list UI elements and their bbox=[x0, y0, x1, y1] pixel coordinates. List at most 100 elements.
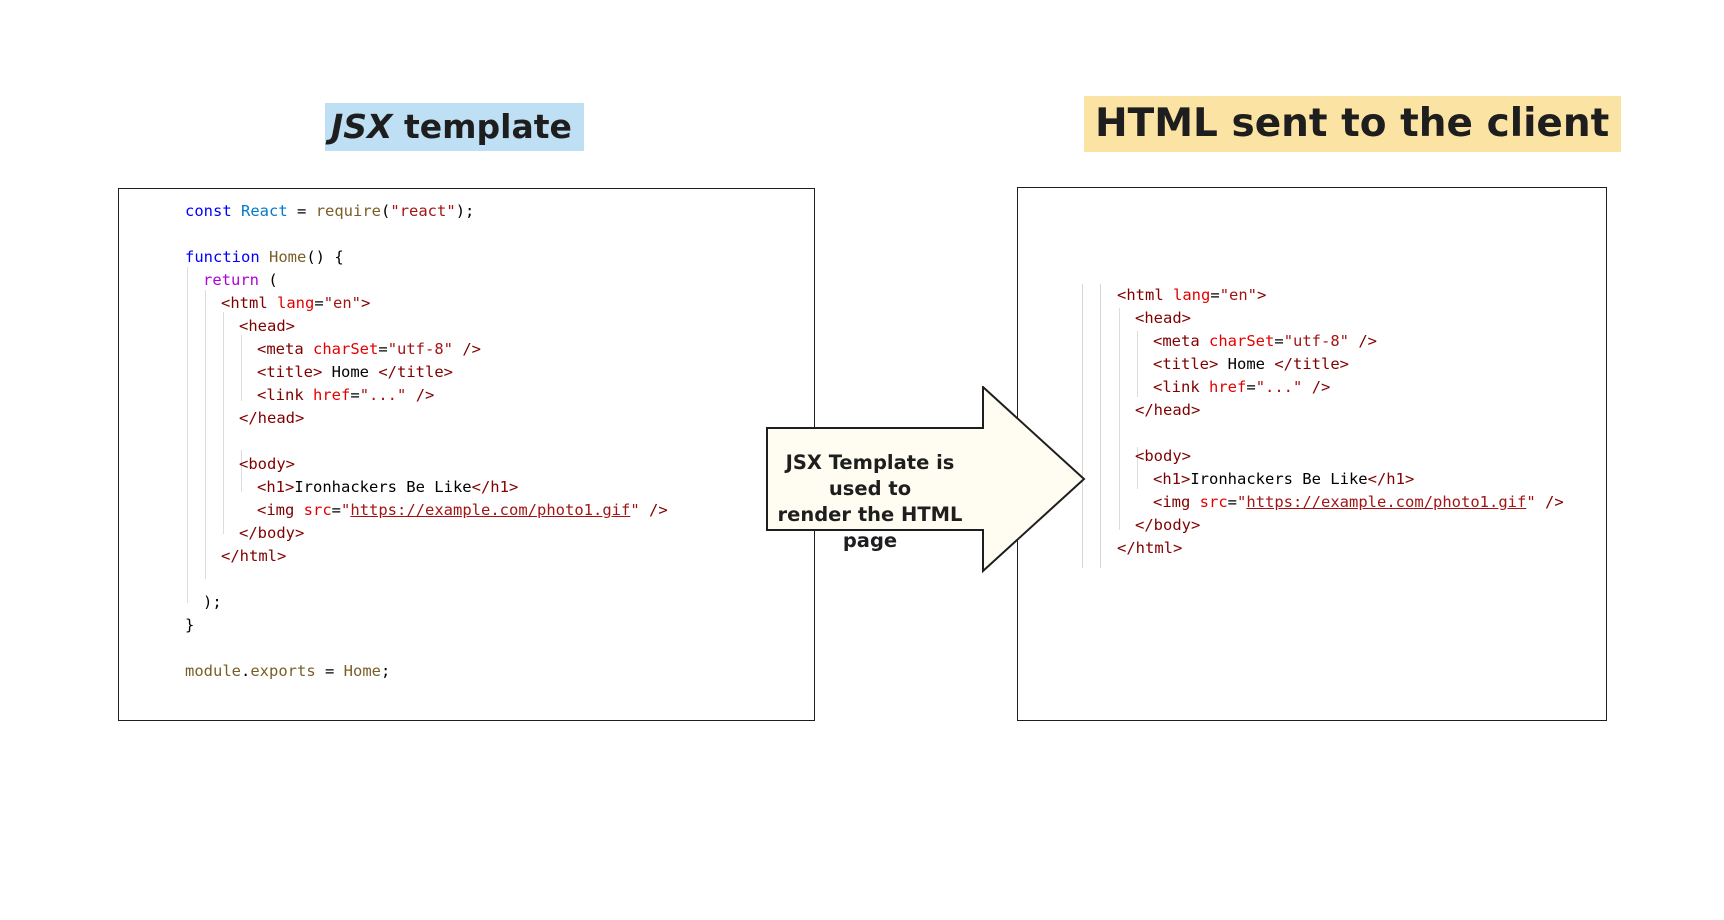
indent-guide bbox=[205, 290, 206, 579]
code-token: Ironhackers Be Like bbox=[1190, 470, 1368, 488]
code-token: /> bbox=[1302, 378, 1331, 396]
code-token: lang bbox=[1173, 286, 1211, 304]
code-url-link[interactable]: https://example.com/photo1.gif bbox=[1246, 493, 1527, 511]
code-token: </h1> bbox=[471, 478, 519, 496]
code-token: <meta bbox=[257, 340, 304, 358]
code-line: <body> bbox=[1135, 445, 1191, 468]
code-token: () { bbox=[306, 248, 344, 266]
arrow-body bbox=[766, 386, 1086, 574]
code-token: "..." bbox=[1255, 378, 1303, 396]
code-token: = bbox=[1274, 332, 1284, 350]
code-token: " bbox=[1526, 493, 1536, 511]
code-token: <body> bbox=[1135, 447, 1191, 465]
code-line: </html> bbox=[221, 545, 286, 568]
code-token: <html bbox=[221, 294, 268, 312]
html-code-block: <html lang="en"> <head> <meta charSet="u… bbox=[1085, 284, 1605, 574]
jsx-title-rest: template bbox=[392, 107, 572, 146]
code-line: <html lang="en"> bbox=[1117, 284, 1266, 307]
code-token: <link bbox=[257, 386, 304, 404]
code-line: const React = require("react"); bbox=[185, 200, 474, 223]
html-code-panel bbox=[1017, 187, 1607, 721]
arrow-shape bbox=[766, 386, 1086, 574]
code-token: = bbox=[315, 662, 344, 680]
jsx-template-title: JSX template bbox=[325, 103, 584, 151]
code-line: <h1>Ironhackers Be Like</h1> bbox=[257, 476, 518, 499]
code-token: /> bbox=[406, 386, 435, 404]
code-token: Ironhackers Be Like bbox=[294, 478, 472, 496]
code-token: </body> bbox=[1135, 516, 1201, 534]
code-token: </body> bbox=[239, 524, 305, 542]
code-token: <h1> bbox=[257, 478, 295, 496]
code-token: lang bbox=[277, 294, 315, 312]
code-token: charSet bbox=[1209, 332, 1275, 350]
code-token: function bbox=[185, 248, 260, 266]
code-token: src bbox=[1199, 493, 1228, 511]
code-token: <img bbox=[257, 501, 295, 519]
code-line: <html lang="en"> bbox=[221, 292, 370, 315]
code-token: /> bbox=[453, 340, 482, 358]
code-token: " bbox=[630, 501, 640, 519]
code-token: Home bbox=[343, 662, 381, 680]
code-token: exports bbox=[250, 662, 316, 680]
code-line: <link href="..." /> bbox=[257, 384, 434, 407]
code-token: <title> bbox=[257, 363, 323, 381]
code-token: charSet bbox=[313, 340, 379, 358]
code-token: <title> bbox=[1153, 355, 1219, 373]
code-token: require bbox=[315, 202, 382, 220]
indent-guide bbox=[241, 450, 242, 492]
code-line: module.exports = Home; bbox=[185, 660, 390, 683]
code-line: <meta charSet="utf-8" /> bbox=[257, 338, 481, 361]
code-line: <img src="https://example.com/photo1.gif… bbox=[1153, 491, 1564, 514]
code-token: } bbox=[185, 616, 195, 634]
code-token: <head> bbox=[239, 317, 295, 335]
code-line: ); bbox=[203, 591, 222, 614]
code-token: </html> bbox=[1117, 539, 1183, 557]
code-token: return bbox=[203, 271, 259, 289]
code-line: <title> Home </title> bbox=[1153, 353, 1349, 376]
code-token: Home bbox=[1218, 355, 1275, 373]
code-token: ; bbox=[381, 662, 391, 680]
code-token: </title> bbox=[378, 363, 453, 381]
code-token: ); bbox=[203, 593, 222, 611]
code-line: } bbox=[185, 614, 194, 637]
code-token: = bbox=[1246, 378, 1256, 396]
code-token: </title> bbox=[1274, 355, 1349, 373]
code-token: " bbox=[341, 501, 351, 519]
code-token: = bbox=[314, 294, 324, 312]
code-token: <head> bbox=[1135, 309, 1191, 327]
code-line: <meta charSet="utf-8" /> bbox=[1153, 330, 1377, 353]
indent-guide bbox=[1137, 331, 1138, 397]
code-token: ( bbox=[259, 271, 278, 289]
code-token: > bbox=[361, 294, 371, 312]
code-token: Home bbox=[269, 248, 307, 266]
code-token: <img bbox=[1153, 493, 1191, 511]
code-token: <h1> bbox=[1153, 470, 1191, 488]
code-line: function Home() { bbox=[185, 246, 344, 269]
indent-guide bbox=[187, 267, 188, 603]
code-token: ( bbox=[381, 202, 391, 220]
indent-guide bbox=[1100, 284, 1101, 568]
jsx-code-block: const React = require("react"); function… bbox=[185, 200, 785, 700]
code-token: "utf-8" bbox=[1283, 332, 1350, 350]
code-token: </head> bbox=[239, 409, 305, 427]
indent-guide bbox=[1119, 308, 1120, 530]
code-token: <link bbox=[1153, 378, 1200, 396]
code-token: = bbox=[378, 340, 388, 358]
code-token: Home bbox=[322, 363, 379, 381]
code-token: = bbox=[1210, 286, 1220, 304]
jsx-code-panel bbox=[118, 188, 815, 721]
code-token: module bbox=[185, 662, 241, 680]
code-token: . bbox=[241, 662, 251, 680]
code-token: ); bbox=[455, 202, 475, 220]
indent-guide bbox=[241, 335, 242, 401]
code-line: <head> bbox=[1135, 307, 1191, 330]
code-token: "en" bbox=[1219, 286, 1258, 304]
code-url-link[interactable]: https://example.com/photo1.gif bbox=[350, 501, 631, 519]
code-token: <html bbox=[1117, 286, 1164, 304]
code-line: <head> bbox=[239, 315, 295, 338]
code-line: <h1>Ironhackers Be Like</h1> bbox=[1153, 468, 1414, 491]
indent-guide bbox=[223, 312, 224, 534]
code-line: <img src="https://example.com/photo1.gif… bbox=[257, 499, 668, 522]
code-token: <meta bbox=[1153, 332, 1200, 350]
code-token: /> bbox=[639, 501, 668, 519]
